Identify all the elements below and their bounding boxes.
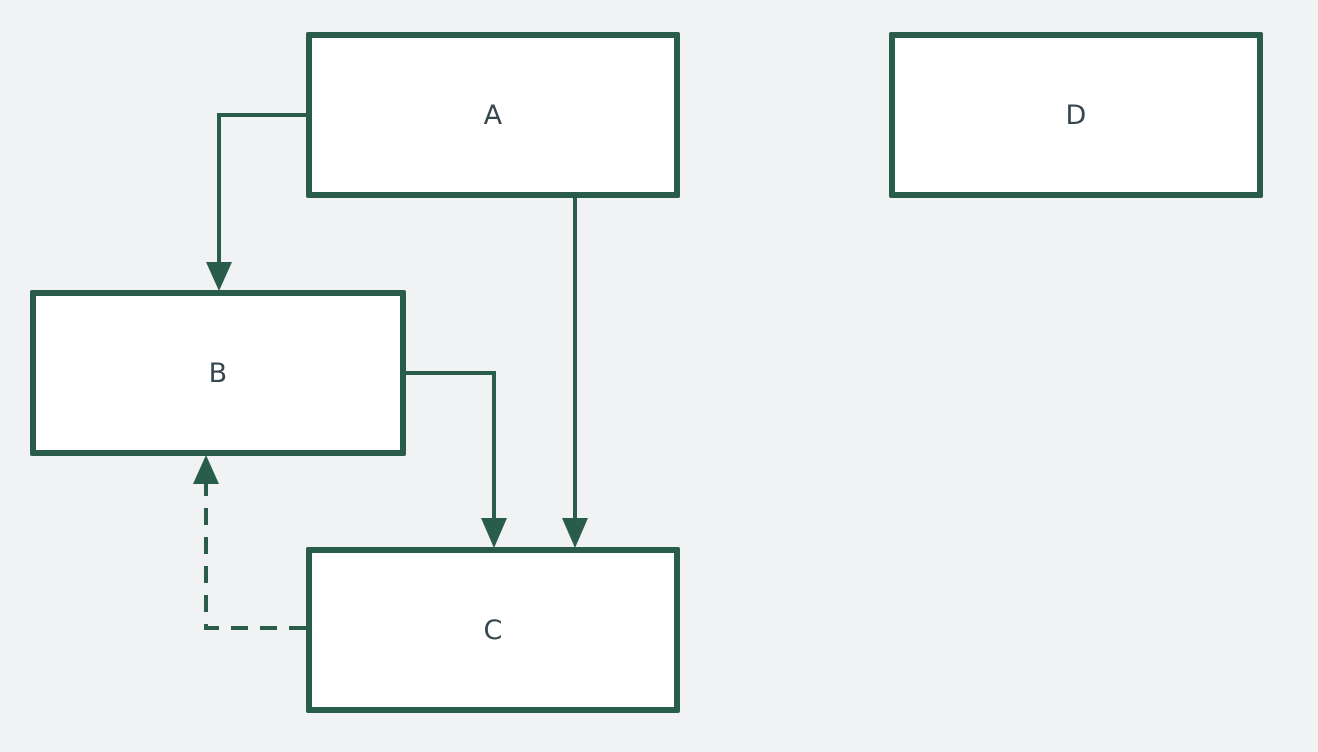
edge-b-to-c [406,371,507,548]
edge-a-to-c-arrowhead [562,518,588,548]
node-c[interactable]: C [306,547,680,713]
node-b[interactable]: B [30,290,406,456]
edge-a-to-b-arrowhead [206,262,232,291]
edge-a-to-b-path [217,113,306,262]
node-a[interactable]: A [306,32,680,198]
node-d-label: D [1065,99,1087,131]
edge-c-to-b-arrowhead [193,455,219,484]
node-a-label: A [483,99,503,131]
node-d[interactable]: D [889,32,1263,198]
edge-c-to-b [193,455,306,630]
edge-a-to-b [206,113,306,291]
node-b-label: B [208,357,228,389]
edge-b-to-c-path [406,371,496,518]
edge-c-to-b-path [204,484,306,630]
edge-a-to-c [562,198,588,548]
edge-b-to-c-arrowhead [481,518,507,548]
node-c-label: C [483,614,503,646]
